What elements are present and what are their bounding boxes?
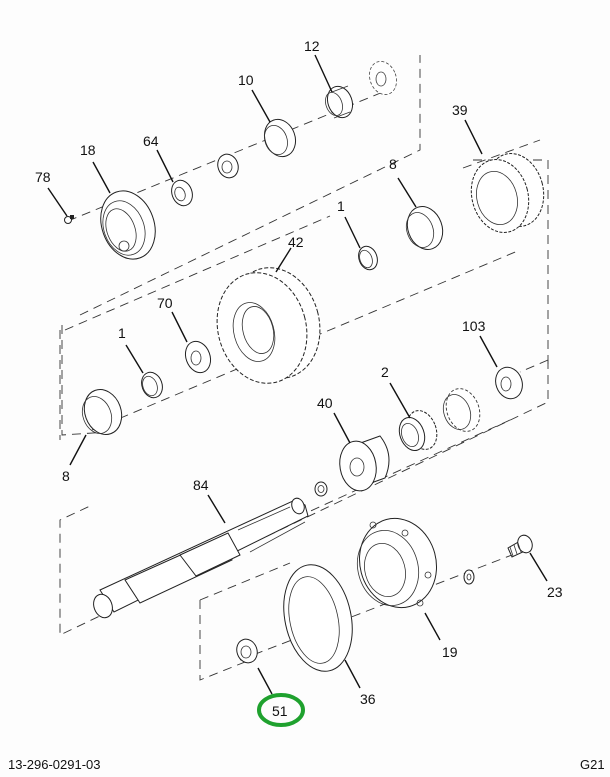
part-19-bearing-cover[interactable] bbox=[349, 510, 446, 617]
callout-39[interactable]: 39 bbox=[452, 102, 468, 118]
callout-2[interactable]: 2 bbox=[381, 364, 389, 380]
part-18-cover[interactable] bbox=[92, 183, 165, 267]
callout-18[interactable]: 18 bbox=[80, 142, 96, 158]
part-8-bearing-cup-upper[interactable] bbox=[402, 202, 449, 255]
part-40-spacer[interactable] bbox=[336, 435, 390, 494]
part-2-roller-bearing[interactable] bbox=[395, 406, 442, 454]
part-nut-small[interactable] bbox=[214, 151, 241, 180]
part-8-bearing-cup-lower[interactable] bbox=[77, 384, 127, 440]
callout-19[interactable]: 19 bbox=[442, 644, 458, 660]
part-1-snap-ring-lower[interactable] bbox=[138, 369, 166, 400]
part-bearing-cup-phantom bbox=[442, 388, 481, 432]
part-78-pin[interactable] bbox=[64, 215, 75, 224]
callout-36[interactable]: 36 bbox=[360, 691, 376, 707]
part-64-washer[interactable] bbox=[168, 177, 196, 208]
callout-78[interactable]: 78 bbox=[35, 169, 51, 185]
part-thrust-washer-phantom bbox=[369, 61, 397, 95]
callout-103[interactable]: 103 bbox=[462, 318, 486, 334]
part-12-roller-bearing[interactable] bbox=[322, 83, 356, 121]
part-10-bearing-cup[interactable] bbox=[259, 115, 300, 161]
part-39-gear[interactable] bbox=[463, 147, 551, 239]
callout-42[interactable]: 42 bbox=[288, 234, 304, 250]
callout-10[interactable]: 10 bbox=[238, 72, 254, 88]
callout-1-lower[interactable]: 1 bbox=[118, 325, 126, 341]
part-36-gasket[interactable] bbox=[274, 558, 361, 677]
callout-51[interactable]: 51 bbox=[272, 703, 288, 719]
callout-8-lower[interactable]: 8 bbox=[62, 468, 70, 484]
callout-labels: 12 10 64 18 78 39 8 1 42 70 1 103 2 40 8… bbox=[35, 38, 563, 727]
part-70-washer[interactable] bbox=[181, 338, 214, 376]
callout-64[interactable]: 64 bbox=[143, 133, 159, 149]
figure-code: G21 bbox=[580, 757, 605, 772]
callout-8-upper[interactable]: 8 bbox=[389, 156, 397, 172]
part-1-snap-ring-upper[interactable] bbox=[355, 244, 380, 273]
callout-84[interactable]: 84 bbox=[193, 477, 209, 493]
part-42-cluster-gear[interactable] bbox=[205, 258, 332, 394]
part-51-nut[interactable] bbox=[233, 636, 260, 665]
part-103-washer[interactable] bbox=[491, 364, 526, 403]
callout-1-upper[interactable]: 1 bbox=[337, 198, 345, 214]
callout-12[interactable]: 12 bbox=[304, 38, 320, 54]
part-lock-washer[interactable] bbox=[463, 569, 475, 585]
part-small-nut[interactable] bbox=[314, 481, 328, 497]
leader-lines bbox=[47, 54, 548, 695]
callout-23[interactable]: 23 bbox=[547, 584, 563, 600]
part-84-shaft[interactable] bbox=[90, 496, 309, 620]
callout-40[interactable]: 40 bbox=[317, 395, 333, 411]
drawing-number: 13-296-0291-03 bbox=[8, 757, 101, 772]
callout-70[interactable]: 70 bbox=[157, 295, 173, 311]
part-23-bolt[interactable] bbox=[507, 533, 535, 558]
highlight-ring bbox=[257, 693, 305, 727]
